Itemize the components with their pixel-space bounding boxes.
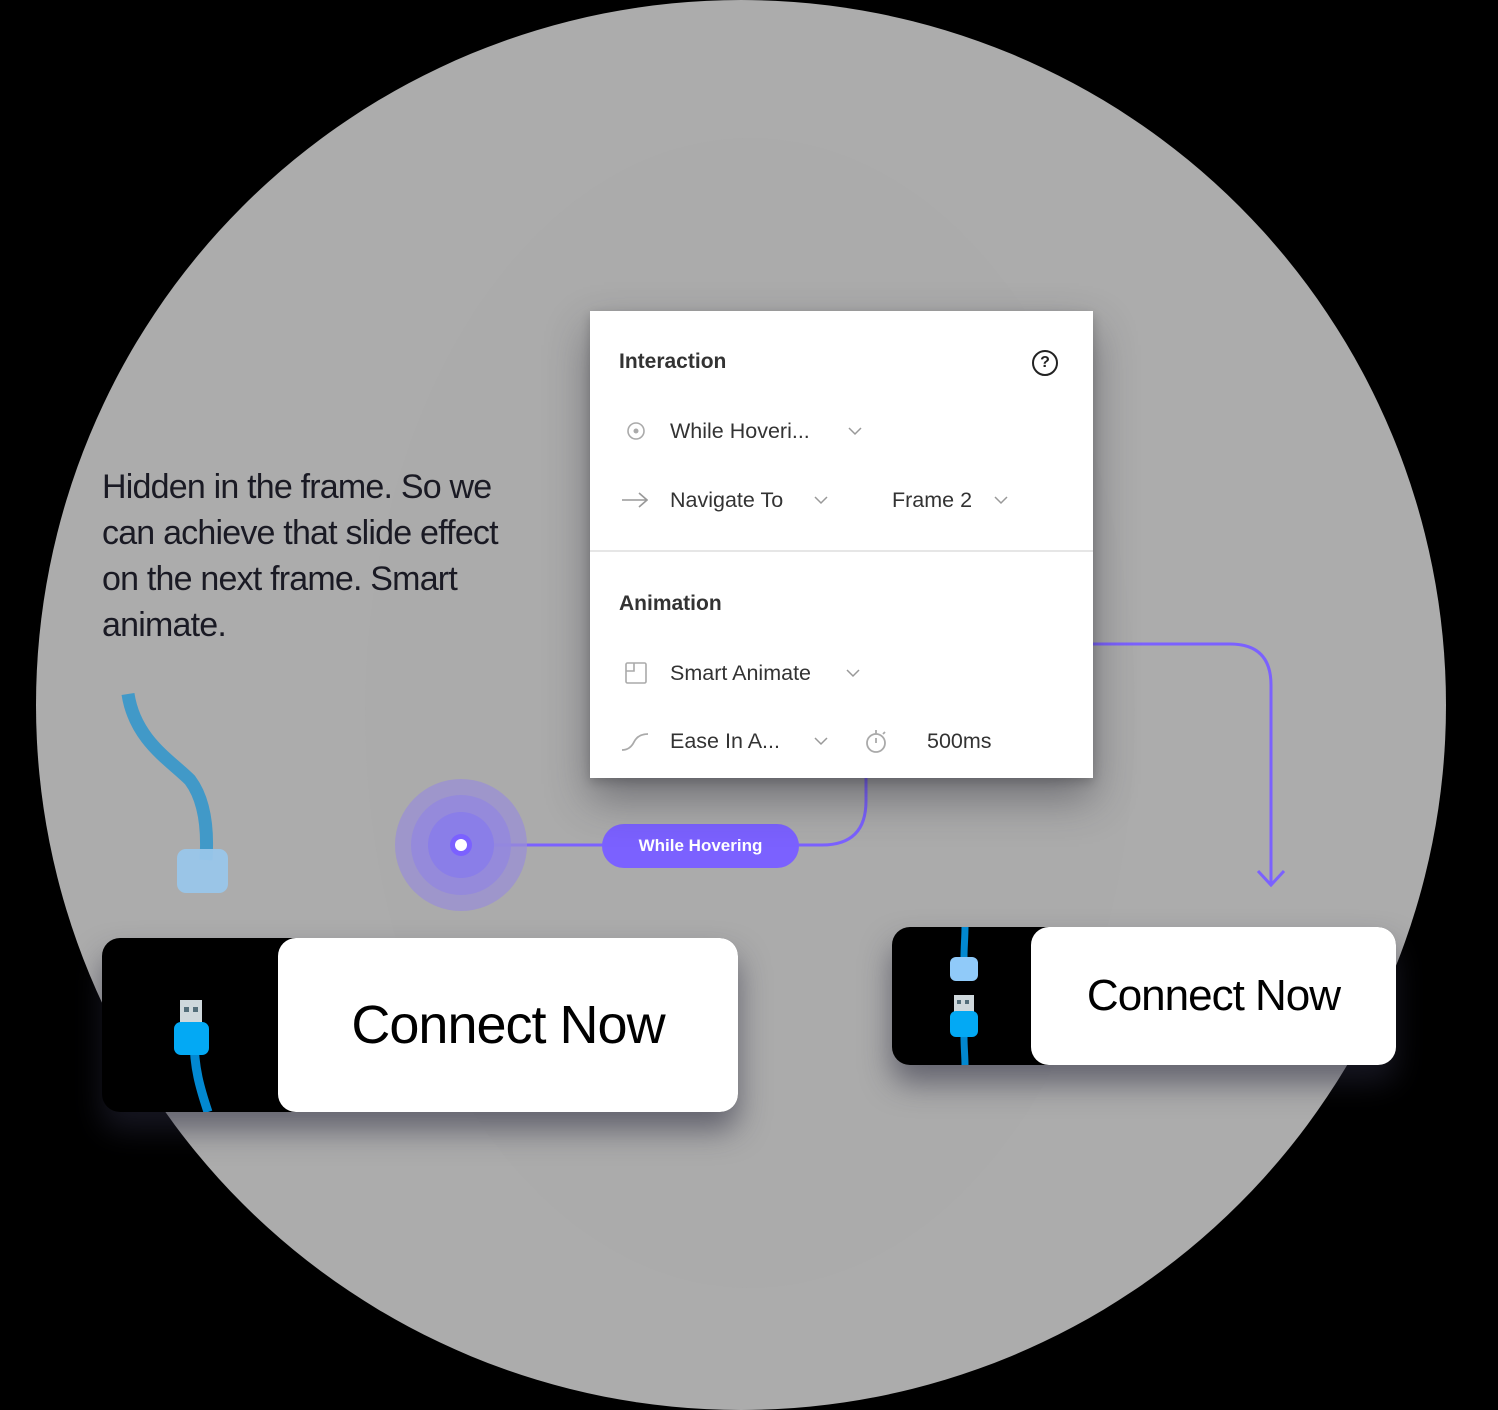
annotation-text: Hidden in the frame. So we can achieve t… <box>102 468 499 644</box>
smart-animate-icon <box>622 659 650 687</box>
help-icon[interactable]: ? <box>1032 350 1058 376</box>
trigger-dropdown[interactable]: While Hoveri... <box>590 416 890 446</box>
frame2-connect-component: Connect Now <box>892 927 1396 1065</box>
chevron-down-icon <box>814 737 828 746</box>
section-divider <box>590 550 1093 552</box>
ease-curve-icon <box>620 727 648 755</box>
animation-title: Animation <box>619 592 722 615</box>
trigger-label-pill[interactable]: While Hovering <box>602 824 799 868</box>
interaction-title: Interaction <box>619 350 727 373</box>
usb-plug-connecting-icon <box>950 927 978 1065</box>
target-icon <box>622 417 650 445</box>
duration-input[interactable]: 500ms <box>927 728 992 753</box>
chevron-down-icon <box>814 496 828 505</box>
connect-now-button[interactable]: Connect Now <box>278 938 738 1112</box>
easing-row: Ease In A... 500ms <box>590 726 1030 756</box>
easing-dropdown[interactable]: Ease In A... <box>670 728 780 753</box>
frame1-connect-component: Connect Now <box>102 938 738 1112</box>
animation-type-label: Smart Animate <box>670 660 811 685</box>
destination-dropdown[interactable]: Frame 2 <box>892 487 973 512</box>
interaction-panel: Interaction ? While Hoveri... Navigate T… <box>590 311 1093 778</box>
usb-plug-icon <box>174 1000 213 1112</box>
chevron-down-icon <box>848 427 862 436</box>
chevron-down-icon <box>994 496 1008 505</box>
animation-type-dropdown[interactable]: Smart Animate <box>590 658 890 688</box>
chevron-down-icon <box>846 669 860 678</box>
arrow-right-icon <box>620 486 648 514</box>
connect-now-button[interactable]: Connect Now <box>1031 927 1396 1065</box>
action-dropdown[interactable]: Navigate To <box>670 487 784 512</box>
trigger-label: While Hoveri... <box>670 418 810 443</box>
stopwatch-icon <box>862 727 890 755</box>
action-row: Navigate To Frame 2 <box>590 485 1030 515</box>
